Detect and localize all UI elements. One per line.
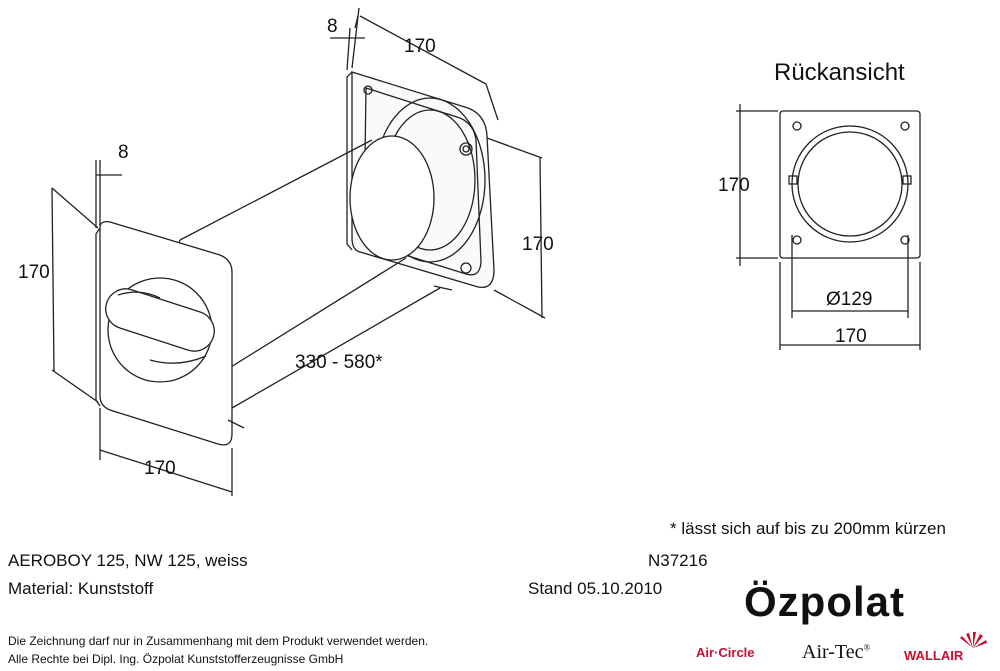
product-name: AEROBOY 125, NW 125, weiss xyxy=(8,551,248,570)
dim-rear-width: 170 xyxy=(835,326,867,347)
dim-depth-back: 170 xyxy=(404,36,436,57)
dim-height-front: 170 xyxy=(18,262,50,283)
wallair-fan-icon xyxy=(960,632,987,648)
legal-line-2: Alle Rechte bei Dipl. Ing. Özpolat Kunst… xyxy=(8,652,344,666)
screw-hole xyxy=(363,85,373,95)
screw-hole xyxy=(900,235,910,245)
footnote: * lässt sich auf bis zu 200mm kürzen xyxy=(670,519,946,538)
rear-view-title: Rückansicht xyxy=(774,59,905,86)
product-material: Material: Kunststoff xyxy=(8,579,154,598)
air-circle-logo: Air·Circle xyxy=(696,645,755,660)
screw-hole xyxy=(900,121,910,131)
revision-date: Stand 05.10.2010 xyxy=(528,579,663,598)
screw-hole xyxy=(792,235,802,245)
rear-view-plate xyxy=(779,110,921,259)
dim-flange-front: 8 xyxy=(118,142,129,163)
legal-line-1: Die Zeichnung darf nur in Zusammenhang m… xyxy=(8,634,429,648)
rear-view-duct xyxy=(791,125,909,243)
company-logo: Özpolat xyxy=(744,578,905,625)
dim-width-front: 170 xyxy=(144,458,176,479)
dim-rear-height: 170 xyxy=(718,175,750,196)
screw-hole xyxy=(459,142,473,156)
pipe xyxy=(179,139,407,381)
dim-pipe-length: 330 - 580* xyxy=(295,352,383,373)
dim-rear-diameter: Ø129 xyxy=(826,289,873,310)
front-slot xyxy=(105,288,215,352)
article-number: N37216 xyxy=(648,551,708,570)
screw-hole xyxy=(792,121,802,131)
dim-height-back: 170 xyxy=(522,234,554,255)
pipe-end xyxy=(349,135,435,261)
air-tec-logo: Air-Tec® xyxy=(802,641,871,663)
screw-hole xyxy=(460,262,472,274)
screw-hole xyxy=(462,145,470,153)
wallair-logo: WALLAIR xyxy=(904,648,964,663)
dim-flange-back: 8 xyxy=(327,16,338,37)
